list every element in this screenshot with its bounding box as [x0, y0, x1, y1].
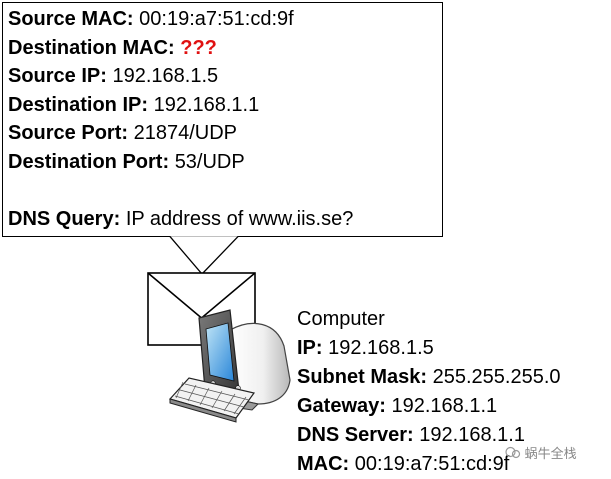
dns-query-value: IP address of www.iis.se?: [125, 207, 354, 230]
ip-label: IP:: [297, 337, 323, 359]
subnet-value: 255.255.255.0: [432, 366, 561, 388]
destination-port-label: Destination Port:: [8, 150, 170, 173]
packet-callout: [2, 2, 443, 237]
source-ip-label: Source IP:: [8, 65, 107, 87]
computer-icon: [168, 309, 291, 423]
mac-row: MAC: 00:19:a7:51:cd:9f: [297, 450, 561, 479]
ip-row: IP: 192.168.1.5: [297, 334, 561, 363]
source-ip-row: Source IP: 192.168.1.5: [8, 62, 353, 91]
source-ip-value: 192.168.1.5: [112, 65, 219, 87]
source-port-row: Source Port: 21874/UDP: [8, 119, 353, 148]
gateway-value: 192.168.1.1: [391, 395, 498, 417]
destination-port-row: Destination Port: 53/UDP: [8, 148, 353, 177]
source-mac-label: Source MAC:: [8, 8, 134, 30]
dns-query-label: DNS Query:: [8, 207, 121, 230]
gateway-label: Gateway:: [297, 395, 386, 417]
mac-label: MAC:: [297, 453, 350, 475]
keyboard-icon: [168, 377, 256, 423]
watermark: 蜗牛全栈: [505, 443, 577, 462]
computer-title: Computer: [297, 308, 385, 330]
destination-ip-row: Destination IP: 192.168.1.1: [8, 91, 353, 120]
watermark-logo-icon: [505, 446, 521, 459]
source-port-label: Source Port:: [8, 122, 129, 144]
mac-value: 00:19:a7:51:cd:9f: [354, 453, 510, 475]
ip-value: 192.168.1.5: [328, 337, 434, 359]
dns-server-value: 192.168.1.1: [419, 424, 525, 446]
destination-port-value: 53/UDP: [174, 150, 245, 173]
gateway-row: Gateway: 192.168.1.1: [297, 392, 561, 421]
source-mac-row: Source MAC: 00:19:a7:51:cd:9f: [8, 5, 353, 34]
dns-server-label: DNS Server:: [297, 424, 414, 446]
source-mac-value: 00:19:a7:51:cd:9f: [139, 8, 294, 30]
destination-ip-label: Destination IP:: [8, 93, 149, 116]
computer-info: Computer IP: 192.168.1.5 Subnet Mask: 25…: [297, 305, 561, 479]
source-port-value: 21874/UDP: [133, 122, 237, 144]
dns-server-row: DNS Server: 192.168.1.1: [297, 421, 561, 450]
destination-mac-label: Destination MAC:: [8, 36, 175, 59]
watermark-text: 蜗牛全栈: [524, 446, 577, 461]
subnet-label: Subnet Mask:: [297, 366, 428, 388]
destination-mac-row: Destination MAC: ???: [8, 34, 353, 63]
destination-ip-value: 192.168.1.1: [153, 93, 260, 116]
destination-mac-value: ???: [180, 36, 217, 59]
packet-fields: Source MAC: 00:19:a7:51:cd:9f Destinatio…: [8, 5, 353, 233]
dns-query-row: DNS Query: IP address of www.iis.se?: [8, 205, 353, 234]
subnet-row: Subnet Mask: 255.255.255.0: [297, 363, 561, 392]
